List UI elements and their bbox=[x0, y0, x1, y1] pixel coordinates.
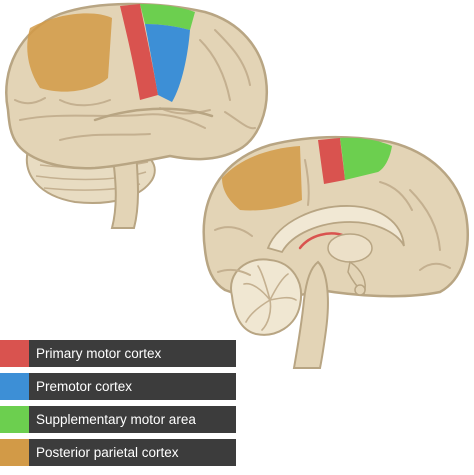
lateral-premotor-region bbox=[145, 24, 190, 102]
lateral-posterior-parietal-region bbox=[27, 13, 113, 92]
medial-primary-motor-region bbox=[318, 138, 345, 184]
legend-item-posterior-parietal: Posterior parietal cortex bbox=[0, 439, 236, 466]
lateral-fissure bbox=[93, 107, 214, 122]
corpus-callosum bbox=[266, 205, 405, 254]
lateral-brainstem bbox=[110, 149, 139, 229]
medial-posterior-parietal-region bbox=[222, 146, 302, 211]
legend-swatch-primary-motor bbox=[0, 340, 29, 367]
lateral-supplementary-motor-region bbox=[140, 4, 195, 30]
lateral-brain-view bbox=[5, 2, 268, 229]
legend: Primary motor cortex Premotor cortex Sup… bbox=[0, 340, 236, 472]
legend-label-primary-motor: Primary motor cortex bbox=[36, 346, 162, 361]
legend-label-supplementary-motor: Supplementary motor area bbox=[36, 412, 196, 427]
lateral-sulci bbox=[14, 29, 256, 141]
medial-brainstem bbox=[292, 260, 329, 369]
medial-sulci bbox=[214, 159, 451, 276]
medial-supplementary-motor-region bbox=[340, 137, 392, 180]
arbor-vitae bbox=[243, 265, 297, 331]
lateral-primary-motor-region bbox=[120, 4, 158, 100]
thalamus bbox=[327, 233, 373, 263]
legend-swatch-supplementary-motor bbox=[0, 406, 29, 433]
legend-item-primary-motor: Primary motor cortex bbox=[0, 340, 236, 367]
medial-brain-view bbox=[202, 135, 469, 369]
legend-item-premotor: Premotor cortex bbox=[0, 373, 236, 400]
legend-label-premotor: Premotor cortex bbox=[36, 379, 133, 394]
legend-swatch-posterior-parietal bbox=[0, 439, 29, 466]
legend-item-supplementary-motor: Supplementary motor area bbox=[0, 406, 236, 433]
legend-swatch-premotor bbox=[0, 373, 29, 400]
legend-label-posterior-parietal: Posterior parietal cortex bbox=[36, 445, 179, 460]
pituitary-gland bbox=[354, 284, 366, 296]
